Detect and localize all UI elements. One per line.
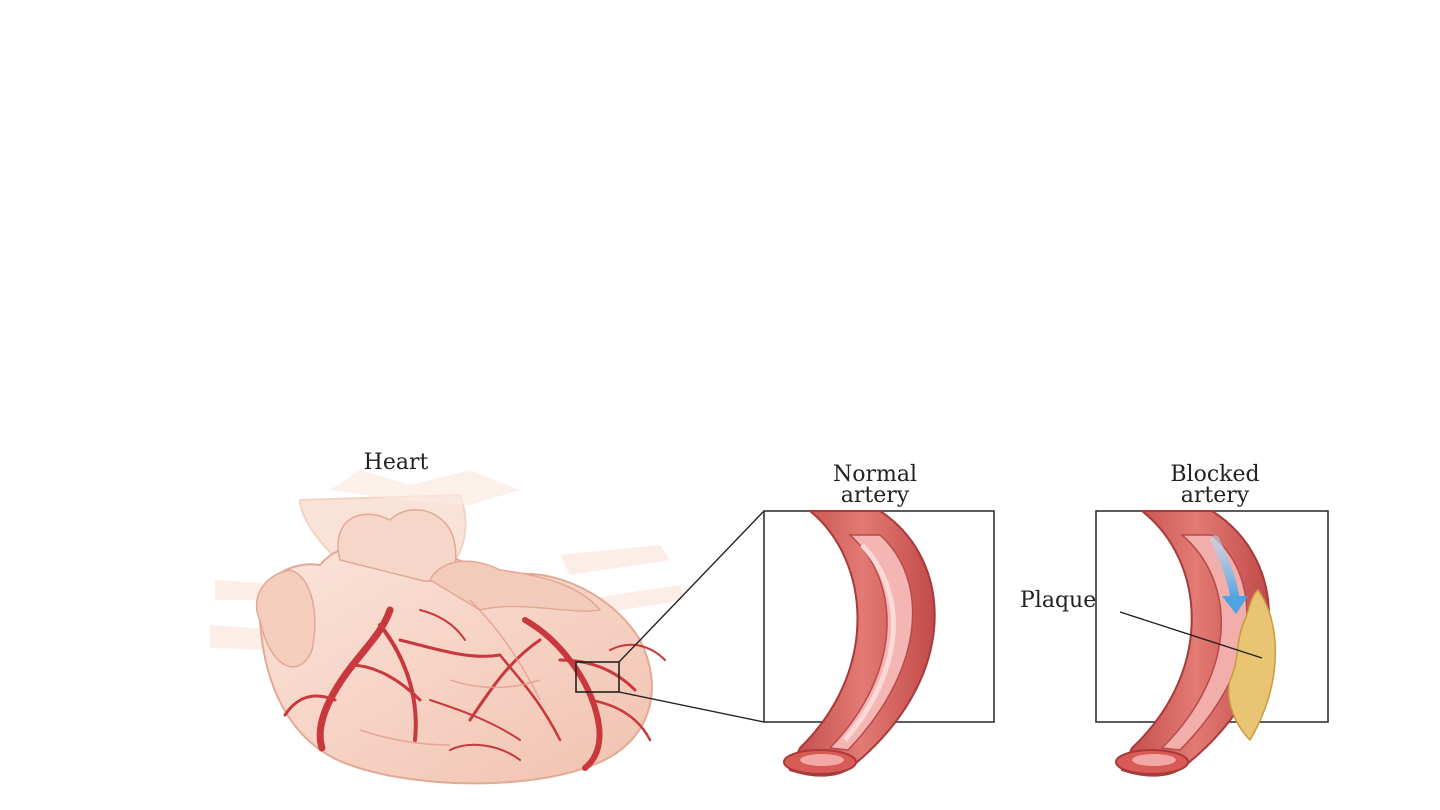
zoom-line-top (618, 510, 765, 663)
surface-veins (359, 599, 541, 746)
zoom-line-bottom (618, 691, 765, 723)
heart-label: Heart (363, 450, 429, 475)
normal-artery-label-line2: artery (840, 483, 910, 508)
normal-artery-highlight (843, 543, 896, 742)
blocked-artery-opening-lumen (1132, 754, 1176, 766)
plaque-deposit (1228, 588, 1277, 742)
pulmonary-trunk (429, 560, 602, 612)
blocked-artery-lumen (1160, 534, 1248, 751)
plaque-pointer-line (1119, 611, 1263, 659)
normal-artery-opening-lumen (800, 754, 844, 766)
plaque-label: Plaque (1020, 588, 1097, 613)
right-vessels (560, 545, 685, 615)
blocked-artery-panel (1095, 510, 1329, 777)
coronary-arteries (283, 606, 666, 771)
right-atrium (255, 569, 316, 668)
blocked-artery-label-line2: artery (1180, 483, 1250, 508)
normal-artery-lumen (828, 534, 914, 751)
upper-vessels (330, 470, 520, 505)
flow-arrow (1210, 535, 1240, 603)
normal-artery-label-line1: Normal (832, 462, 918, 487)
heart-drawing (210, 470, 685, 785)
blocked-artery-label-line1: Blocked (1170, 462, 1260, 487)
normal-artery-panel (763, 510, 995, 777)
flow-arrowhead (1222, 596, 1248, 614)
zoom-box (575, 661, 620, 693)
